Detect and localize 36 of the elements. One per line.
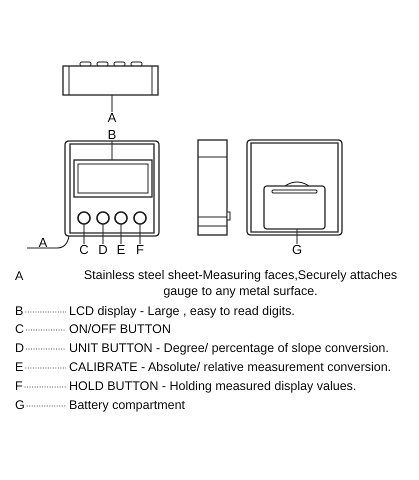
leader-line <box>26 236 70 248</box>
battery-cover <box>263 182 326 230</box>
key-description: HOLD BUTTON - Holding measured display values. <box>69 378 356 394</box>
part-letter: A <box>106 111 118 125</box>
gauge-front-housing <box>64 140 160 237</box>
key-description: LCD display - Large , easy to read digits. <box>69 303 295 319</box>
dotted-leader-line <box>24 386 66 388</box>
key-letter: C <box>15 321 24 337</box>
key-description: Stainless steel sheet-Measuring faces,Securely attaches gauge to any metal surface. <box>82 267 398 299</box>
leader-line <box>296 228 298 244</box>
key-letter: E <box>15 359 24 375</box>
part-letter: G <box>291 243 303 257</box>
part-letter: A <box>37 236 49 250</box>
dotted-leader-line <box>26 348 66 350</box>
leader-line <box>120 224 122 244</box>
part-letter: B <box>106 128 118 142</box>
key-description: Battery compartment <box>69 397 186 413</box>
gauge-top-view-body <box>62 62 159 96</box>
key-letter: F <box>15 378 23 394</box>
lcd-screen <box>73 159 153 198</box>
key-letter: A <box>15 268 24 284</box>
round-push-button <box>133 211 147 225</box>
part-letter: C <box>78 243 90 257</box>
round-push-button <box>77 211 91 225</box>
leader-line <box>102 224 104 244</box>
key-letter: B <box>15 303 24 319</box>
key-description: UNIT BUTTON - Degree/ percentage of slope conversion. <box>69 340 389 356</box>
part-letter: D <box>97 243 109 257</box>
key-description: ON/OFF BUTTON <box>69 321 171 337</box>
part-letter: F <box>134 243 146 257</box>
round-push-button <box>96 211 110 225</box>
round-push-button <box>114 211 128 225</box>
part-letter: E <box>115 243 127 257</box>
key-letter: G <box>15 397 25 413</box>
key-description: CALIBRATE - Absolute/ relative measurement conversion. <box>69 359 392 375</box>
key-letter: D <box>15 340 24 356</box>
